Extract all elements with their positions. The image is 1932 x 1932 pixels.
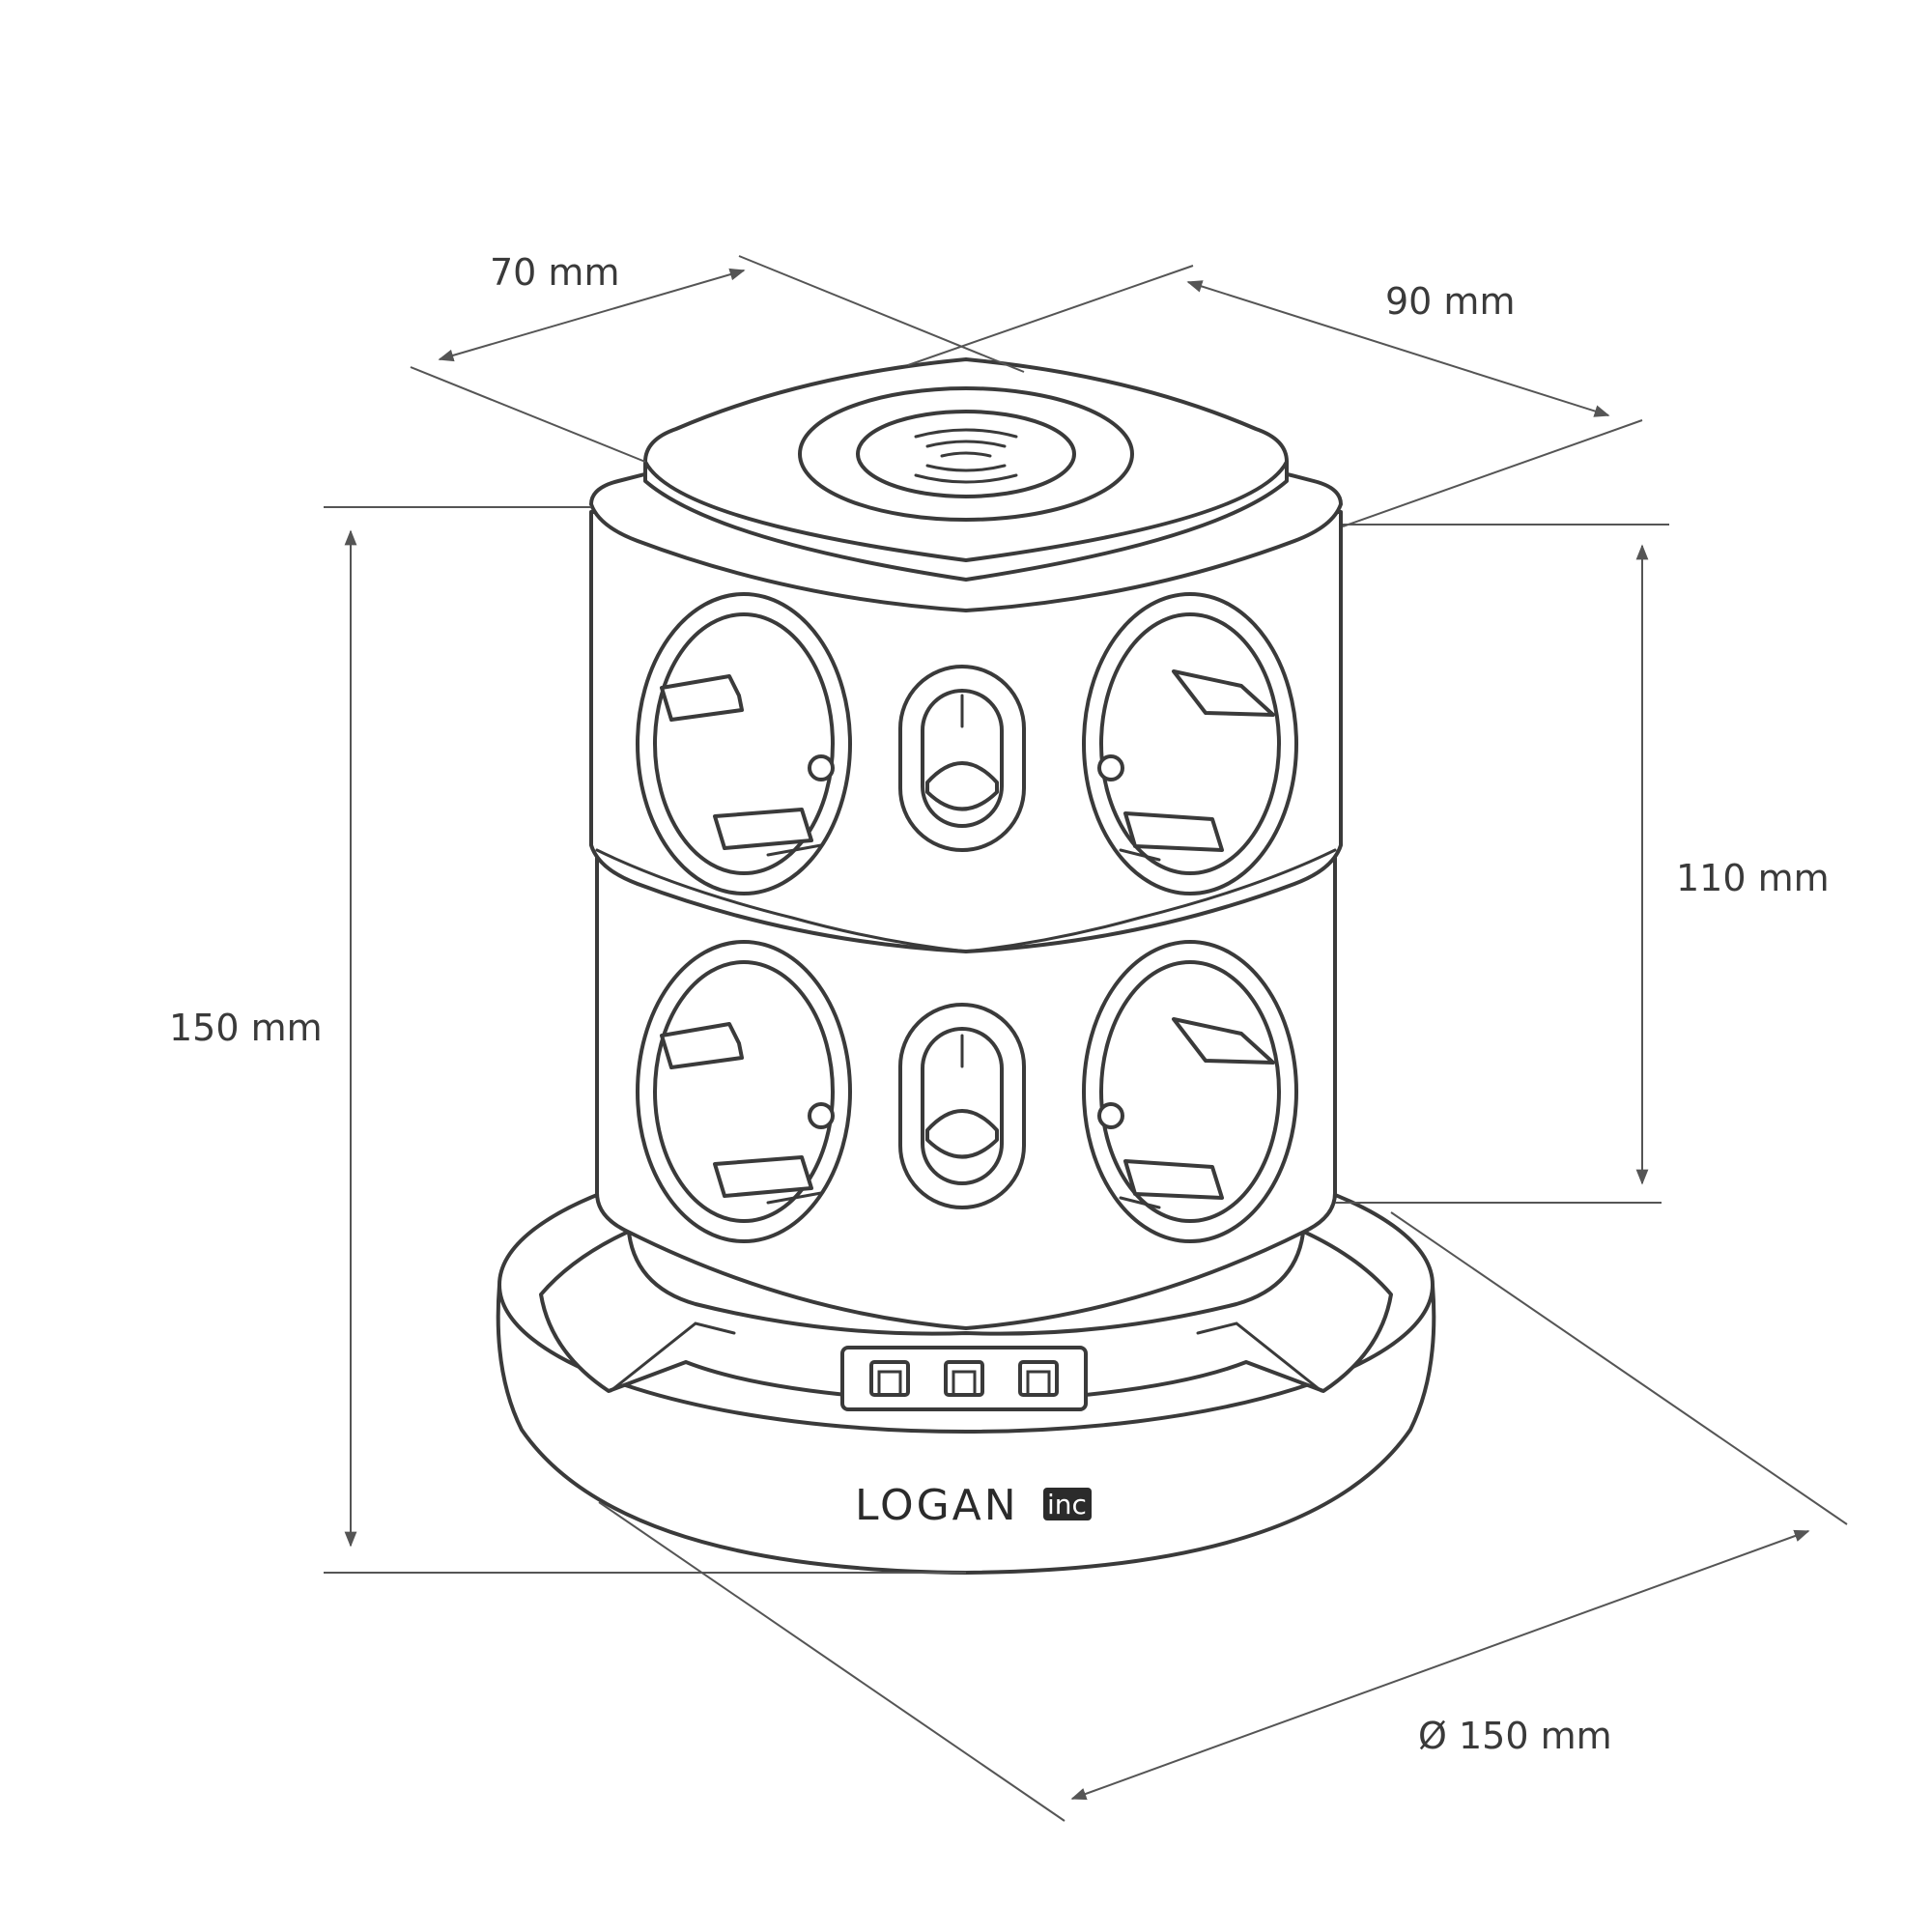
power-switch-lower[interactable]: [898, 1003, 1026, 1209]
brand-logo: LOGAN inc: [855, 1481, 1092, 1530]
dimension-label-width: 70 mm: [490, 251, 619, 294]
socket-lower-right[interactable]: [1082, 940, 1298, 1243]
dimension-label-depth: 90 mm: [1385, 280, 1515, 323]
brand-badge: inc: [1047, 1489, 1087, 1520]
wireless-charging-pad[interactable]: [798, 386, 1134, 522]
socket-upper-left[interactable]: [636, 592, 852, 895]
socket-upper-right[interactable]: [1082, 592, 1298, 895]
socket-lower-left[interactable]: [636, 940, 852, 1243]
usb-port-1[interactable]: [869, 1360, 910, 1397]
dimension-label-body-height: 110 mm: [1676, 857, 1830, 899]
brand-name: LOGAN: [855, 1481, 1019, 1530]
dimension-label-base-diameter: Ø 150 mm: [1418, 1715, 1612, 1757]
usb-port-3[interactable]: [1018, 1360, 1059, 1397]
dimension-label-total-height: 150 mm: [169, 1007, 323, 1049]
wireless-signal-icon: [914, 428, 1018, 484]
power-switch-upper[interactable]: [898, 665, 1026, 852]
usb-port-panel: [840, 1346, 1088, 1411]
usb-port-2[interactable]: [944, 1360, 984, 1397]
dimension-lines: [324, 255, 1848, 1822]
